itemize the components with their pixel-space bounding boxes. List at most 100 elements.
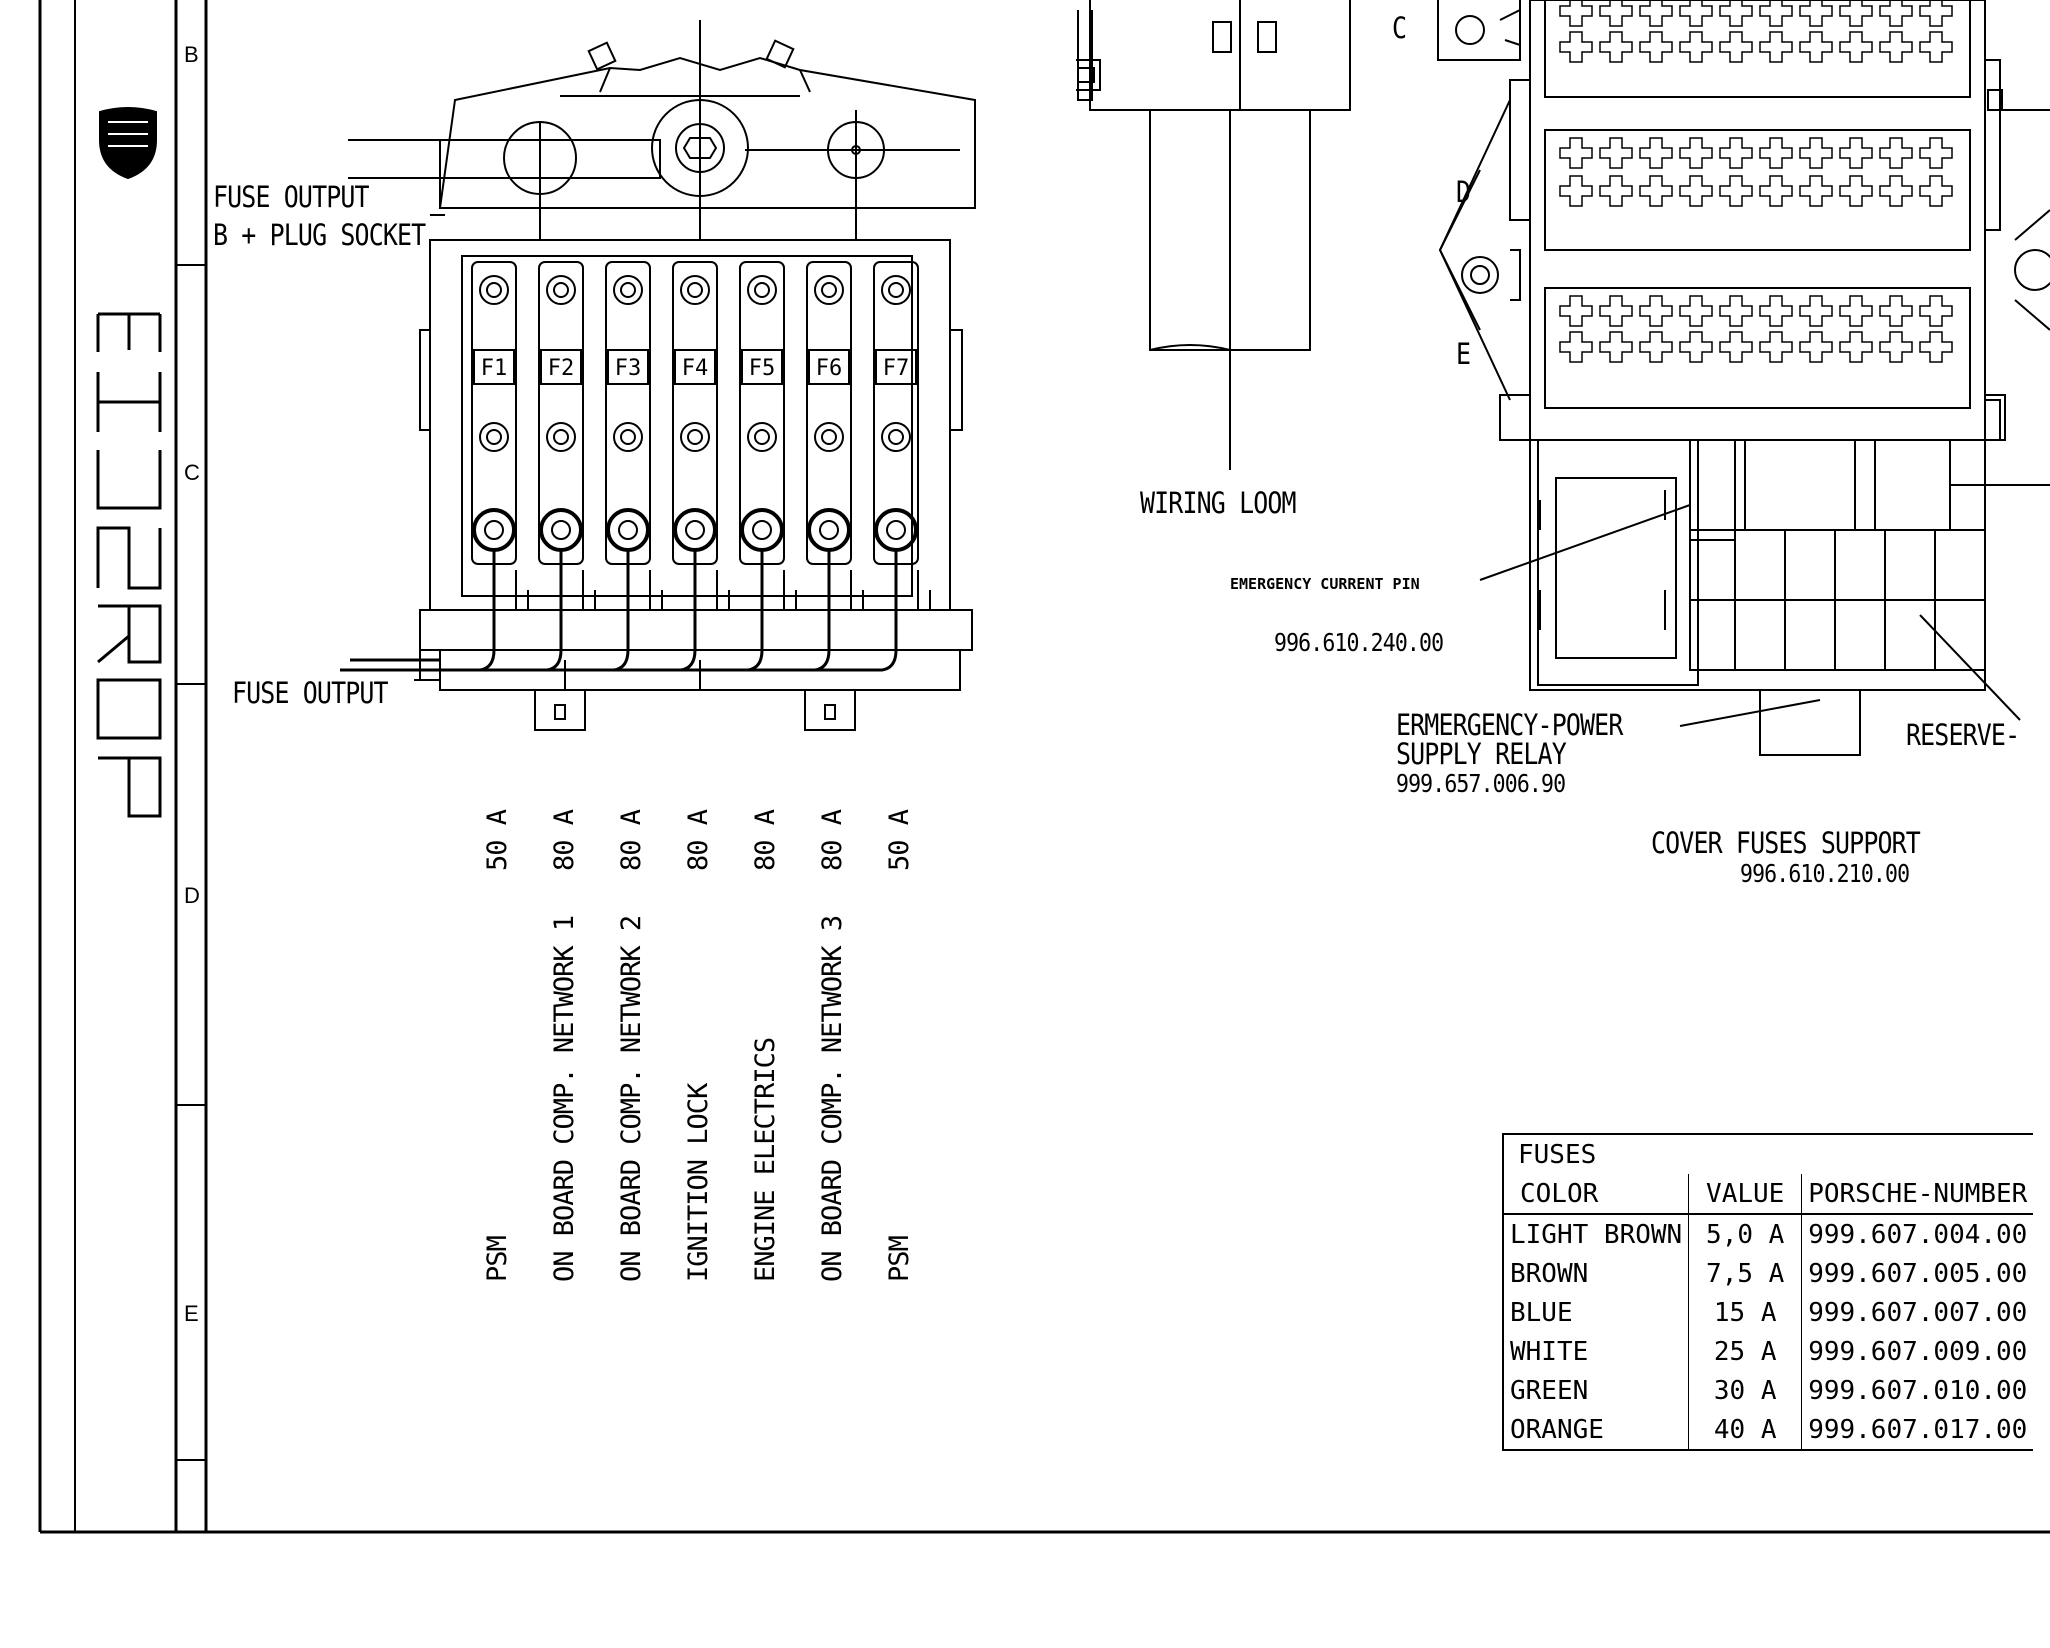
row-label-e: E bbox=[1456, 337, 1471, 371]
fuse-assignment-rating: 80 A bbox=[549, 809, 580, 871]
socket-cross bbox=[1879, 0, 1913, 27]
porsche-logo-lettering bbox=[96, 312, 162, 818]
fuse-strip-7 bbox=[340, 261, 931, 672]
socket-cross bbox=[1719, 137, 1753, 169]
socket-cross bbox=[1719, 175, 1753, 207]
socket-cross bbox=[1719, 0, 1753, 27]
fuse-color-table: FUSES COLOR VALUE PORSCHE-NUMBER LIGHT B… bbox=[1501, 1133, 2034, 1451]
socket-cross bbox=[1639, 137, 1673, 169]
fuse-tag-f7: F7 bbox=[882, 356, 910, 381]
table-cell: 999.607.004.00 bbox=[1801, 1213, 2034, 1254]
socket-cross bbox=[1599, 137, 1633, 169]
fuse-tag-f4: F4 bbox=[681, 356, 709, 381]
socket-cross bbox=[1759, 31, 1793, 63]
fuse-assignment-name: ON BOARD COMP. NETWORK 1 bbox=[549, 915, 580, 1282]
table-cell: 30 A bbox=[1688, 1371, 1802, 1410]
fuse-strip-1 bbox=[340, 261, 529, 672]
socket-cross bbox=[1679, 0, 1713, 27]
table-cell: 40 A bbox=[1688, 1410, 1802, 1451]
socket-cross bbox=[1879, 31, 1913, 63]
fuse-assignment-name: PSM bbox=[482, 1236, 513, 1282]
socket-cross bbox=[1679, 31, 1713, 63]
socket-cross bbox=[1559, 31, 1593, 63]
socket-cross bbox=[1599, 31, 1633, 63]
fuse-assignment-rating: 50 A bbox=[482, 809, 513, 871]
table-cell: BROWN bbox=[1502, 1254, 1689, 1293]
table-cell: 999.607.007.00 bbox=[1801, 1293, 2034, 1332]
table-row: GREEN 30 A 999.607.010.00 bbox=[1502, 1371, 2034, 1410]
socket-cross bbox=[1919, 31, 1953, 63]
table-cell: 999.607.005.00 bbox=[1801, 1254, 2034, 1293]
socket-cross bbox=[1879, 331, 1913, 363]
socket-cross bbox=[1719, 331, 1753, 363]
table-title: FUSES bbox=[1501, 1133, 2034, 1174]
socket-cross bbox=[1879, 175, 1913, 207]
wiring-loom-drawing bbox=[1076, 0, 1351, 470]
socket-cross bbox=[1839, 0, 1873, 27]
socket-cross bbox=[1799, 331, 1833, 363]
zone-letter-c: C bbox=[184, 460, 200, 485]
fuse-assignment-rating: 50 A bbox=[884, 809, 915, 871]
fuse-strip-3 bbox=[340, 261, 663, 672]
fuse-assignment-rating: 80 A bbox=[817, 809, 848, 871]
socket-cross bbox=[1639, 0, 1673, 27]
table-cell: 999.607.010.00 bbox=[1801, 1371, 2034, 1410]
row-label-d: D bbox=[1456, 175, 1471, 209]
zone-letter-d: D bbox=[184, 883, 200, 908]
socket-cross bbox=[1759, 295, 1793, 327]
socket-cross bbox=[1559, 331, 1593, 363]
socket-cross bbox=[1559, 175, 1593, 207]
title-block-frame bbox=[38, 0, 2050, 1534]
table-row: BROWN 7,5 A 999.607.005.00 bbox=[1502, 1254, 2034, 1293]
fuse-assignment-rating: 80 A bbox=[683, 809, 714, 871]
relay-number: 999.657.006.90 bbox=[1396, 769, 1566, 798]
column-header: PORSCHE-NUMBER bbox=[1801, 1174, 2034, 1214]
column-header: VALUE bbox=[1688, 1174, 1802, 1214]
table-row: BLUE 15 A 999.607.007.00 bbox=[1502, 1293, 2034, 1332]
fuse-tag-f5: F5 bbox=[748, 356, 776, 381]
fuse-strips bbox=[340, 261, 931, 672]
table-title-row: FUSES bbox=[1501, 1133, 2034, 1174]
socket-cross bbox=[1919, 0, 1953, 27]
fuse-assignment-rating: 80 A bbox=[750, 809, 781, 871]
table-cell: 25 A bbox=[1688, 1332, 1802, 1371]
fuse-tag-f1: F1 bbox=[480, 356, 508, 381]
fuse-assignment-name: IGNITION LOCK bbox=[683, 1083, 714, 1282]
socket-cross bbox=[1919, 295, 1953, 327]
table-row: WHITE 25 A 999.607.009.00 bbox=[1502, 1332, 2034, 1371]
relay-socket-grid bbox=[1559, 0, 1953, 363]
cover-fuses-support-number: 996.610.210.00 bbox=[1740, 859, 1910, 888]
column-header: COLOR bbox=[1502, 1174, 1689, 1214]
fuse-output-b-plus-label-line2: B + PLUG SOCKET bbox=[213, 218, 426, 252]
socket-cross bbox=[1599, 331, 1633, 363]
fuse-output-b-plus-label-line1: FUSE OUTPUT bbox=[213, 180, 370, 214]
socket-cross bbox=[1679, 175, 1713, 207]
socket-cross bbox=[1639, 175, 1673, 207]
row-label-c: C bbox=[1392, 11, 1407, 45]
fuse-tag-f2: F2 bbox=[547, 356, 575, 381]
fuse-carrier-drawing bbox=[1437, 0, 2050, 756]
table-row: LIGHT BROWN 5,0 A 999.607.004.00 bbox=[1502, 1213, 2034, 1254]
socket-cross bbox=[1639, 31, 1673, 63]
table-cell: 5,0 A bbox=[1688, 1213, 1802, 1254]
socket-cross bbox=[1839, 137, 1873, 169]
socket-cross bbox=[1799, 295, 1833, 327]
table-cell: 7,5 A bbox=[1688, 1254, 1802, 1293]
socket-cross bbox=[1759, 331, 1793, 363]
fuse-assignment-rating: 80 A bbox=[616, 809, 647, 871]
socket-cross bbox=[1799, 0, 1833, 27]
table-cell: LIGHT BROWN bbox=[1502, 1213, 1689, 1254]
emergency-current-pin-number: 996.610.240.00 bbox=[1274, 628, 1444, 657]
socket-cross bbox=[1759, 137, 1793, 169]
socket-cross bbox=[1919, 137, 1953, 169]
socket-cross bbox=[1599, 295, 1633, 327]
fuse-strip-2 bbox=[340, 261, 596, 672]
table-cell: BLUE bbox=[1502, 1293, 1689, 1332]
fuse-strip-4 bbox=[340, 261, 730, 672]
socket-cross bbox=[1679, 331, 1713, 363]
socket-cross bbox=[1879, 137, 1913, 169]
socket-cross bbox=[1679, 137, 1713, 169]
wiring-loom-label: WIRING LOOM bbox=[1140, 486, 1297, 520]
fuse-strip-5 bbox=[340, 261, 797, 672]
